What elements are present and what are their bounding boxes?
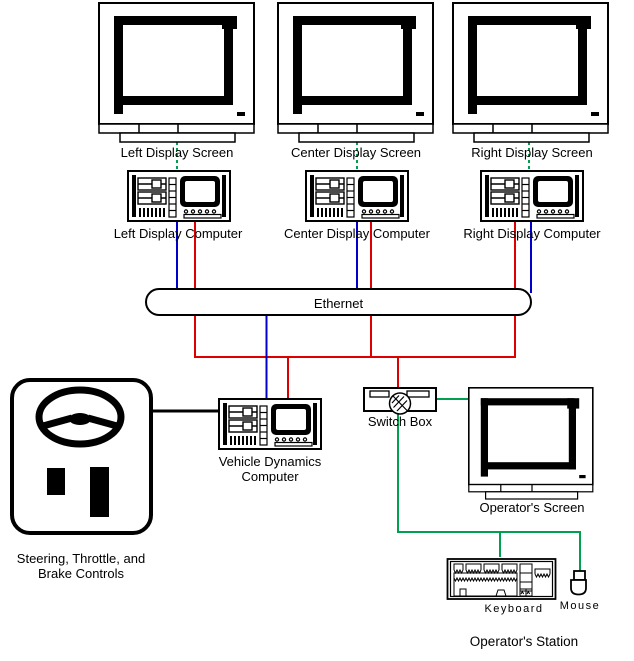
steering-controls-icon (10, 378, 153, 535)
center-display-computer-icon (305, 170, 409, 222)
left-display-screen-label: Left Display Screen (120, 145, 234, 160)
center-display-screen-label: Center Display Screen (290, 145, 422, 160)
center-display-computer-label: Center Display Computer (284, 226, 430, 241)
ethernet-label: Ethernet (313, 296, 364, 311)
keyboard-icon (446, 558, 557, 600)
green-video-links-dashed (176, 142, 530, 170)
left-display-computer-icon (127, 170, 231, 222)
operators-station-label: Operator's Station (469, 634, 579, 649)
steering-controls-label: Steering, Throttle, and Brake Controls (16, 551, 146, 582)
mouse-label: Mouse (559, 600, 601, 612)
right-display-computer-label: Right Display Computer (463, 226, 601, 241)
switch-box-label: Switch Box (367, 414, 433, 429)
center-display-screen-icon (277, 2, 434, 143)
vehicle-dynamics-computer-label: Vehicle Dynamics Computer (218, 454, 322, 485)
operators-screen-icon (467, 386, 594, 500)
right-display-screen-icon (452, 2, 609, 143)
left-display-computer-label: Left Display Computer (113, 226, 243, 241)
vehicle-dynamics-computer-icon (218, 398, 322, 450)
blue-ethernet-links (176, 221, 532, 399)
right-display-computer-icon (480, 170, 584, 222)
keyboard-label: Keyboard (484, 603, 544, 615)
switch-box-icon (363, 387, 437, 415)
right-display-screen-label: Right Display Screen (471, 145, 593, 160)
mouse-icon (570, 570, 587, 596)
operators-screen-label: Operator's Screen (479, 500, 585, 515)
left-display-screen-icon (98, 2, 255, 143)
green-peripheral-links (397, 398, 581, 571)
ethernet-bus (145, 288, 532, 316)
